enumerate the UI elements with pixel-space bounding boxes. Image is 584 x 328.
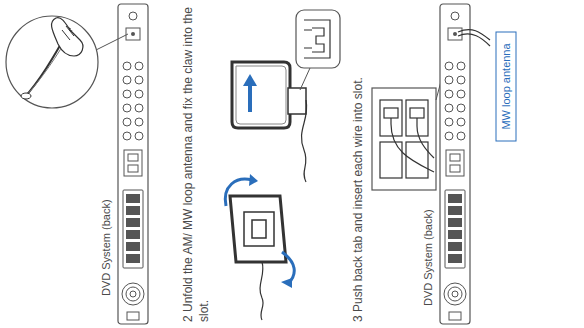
detail-callout	[6, 16, 98, 108]
step-instruction: 3 Push back tab and insert each wire int…	[350, 6, 366, 322]
claw-detail	[296, 10, 340, 68]
loop-antenna	[232, 62, 307, 182]
step-instruction: 2 Unfold the AM/ MW loop antenna and fix…	[180, 6, 212, 322]
loop-antenna-folded	[230, 196, 286, 320]
antenna-label: MW loop antenna	[500, 38, 513, 134]
device-label: DVD System (back)	[98, 184, 114, 296]
dvd-system-back	[440, 4, 470, 324]
antenna-wire	[458, 30, 490, 46]
terminal-detail	[372, 88, 436, 190]
device-label: DVD System (back)	[420, 194, 436, 306]
antenna-box: MW loop antenna	[496, 31, 517, 141]
dvd-system-back	[118, 4, 148, 324]
